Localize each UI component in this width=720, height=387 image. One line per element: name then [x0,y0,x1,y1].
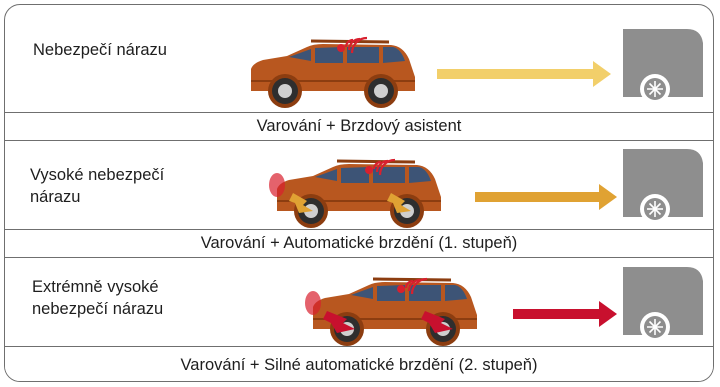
scene-2-arrow [475,184,617,210]
scene-2-vehicle-ahead [622,148,704,225]
scene-2-level-line-1: Vysoké nebezpečí [30,166,165,184]
scene-3-level-line-1: Extrémně vysoké [32,278,159,296]
scene-3-vehicle-ahead [622,266,704,343]
scene-3-brake-light [305,291,321,315]
scene-2-brake-arrows [289,193,411,213]
scene-3-action-band: Varování + Silné automatické brzdění (2.… [5,346,713,381]
scene-1-car [249,39,417,110]
scene-2-level-label: Vysoké nebezpečí nárazu [30,164,164,208]
scene-illustrations [249,28,704,348]
scene-2-action-label: Varování + Automatické brzdění (1. stupe… [200,234,518,252]
scene-3-action-label: Varování + Silné automatické brzdění (2.… [180,355,538,374]
scene-3-arrow [513,301,617,327]
scene-2-brake-light [269,173,285,197]
scene-3-car [311,277,479,348]
scene-1-action-band: Varování + Brzdový asistent [5,112,713,141]
scene-1-level-line-1: Nebezpečí nárazu [33,41,167,59]
scene-2-level-line-2: nárazu [30,188,81,206]
scene-3-brake-arrows [323,311,453,333]
diagram-frame: Nebezpečí nárazu Varování + Brzdový asis… [4,4,714,382]
scene-1-arrow [437,61,611,87]
scene-2-car [275,159,443,230]
scene-1-level-label: Nebezpečí nárazu [33,39,167,61]
scene-1-action-label: Varování + Brzdový asistent [256,117,462,135]
scene-3-level-label: Extrémně vysoké nebezpečí nárazu [32,276,163,320]
scene-3-level-line-2: nebezpečí nárazu [32,300,164,318]
scene-1-vehicle-ahead [622,28,704,105]
scene-2-action-band: Varování + Automatické brzdění (1. stupe… [5,229,713,258]
